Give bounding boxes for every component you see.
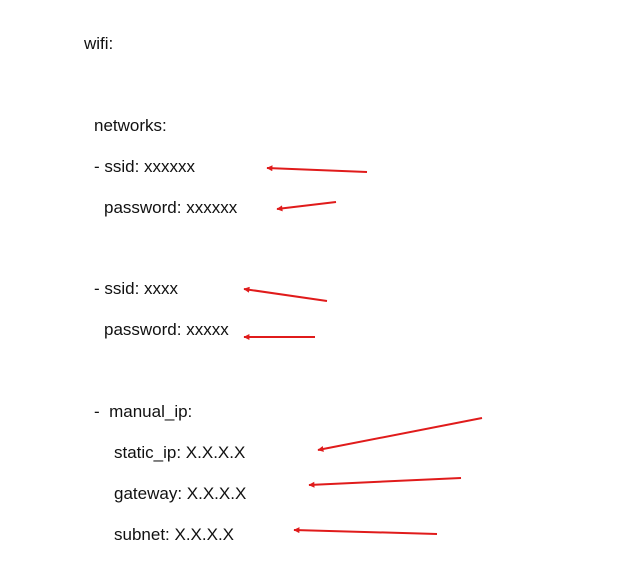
subnet-line: subnet: X.X.X.X [114,525,235,544]
networks-key: networks: [94,116,167,135]
arrow-to-subnet [293,527,438,535]
manual-ip-key: - manual_ip: [94,402,193,421]
static-ip-line: static_ip: X.X.X.X [114,443,246,462]
password-line-2: password: xxxxx [104,320,229,339]
ssid-line-2: - ssid: xxxx [94,279,179,298]
arrow-to-ssid-1 [266,165,368,173]
arrow-to-ssid-2 [243,286,328,302]
gateway-line: gateway: X.X.X.X [114,484,247,503]
wifi-key: wifi: [84,34,114,53]
arrow-to-static-ip [317,417,483,452]
password-line-1: password: xxxxxx [104,198,238,217]
arrow-to-gateway [308,477,462,488]
arrow-to-password-1 [276,201,337,212]
ssid-line-1: - ssid: xxxxxx [94,157,196,176]
